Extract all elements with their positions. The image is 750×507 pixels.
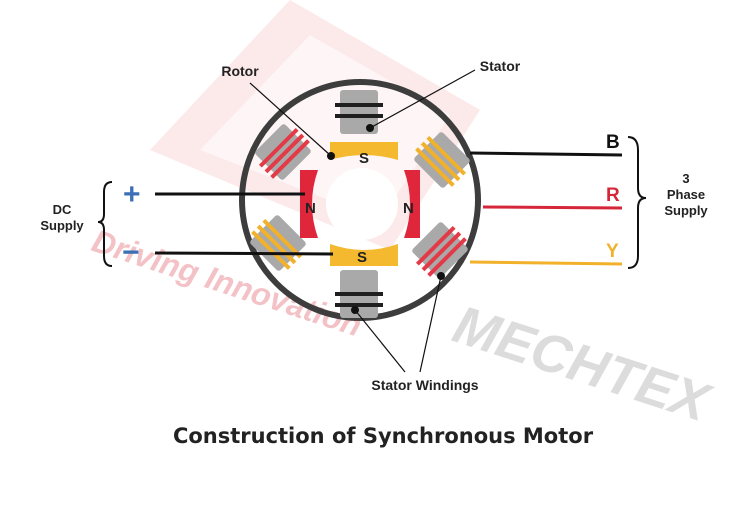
stator-pole-top-left: [255, 124, 311, 180]
watermark-logo-inner: [200, 35, 450, 220]
winding-stripe: [335, 292, 383, 296]
phase-b-terminal: B: [606, 132, 620, 153]
stator-windings-dot-1: [351, 306, 359, 314]
winding-stripe: [335, 303, 383, 307]
phase-y-terminal: Y: [606, 241, 619, 262]
winding-stripe: [270, 139, 310, 179]
stator-pole-top-right: [414, 132, 470, 188]
stator-pole-bottom-right: [412, 222, 468, 278]
dc-minus-lead: [154, 251, 334, 256]
pole-label-n-right: N: [403, 200, 414, 217]
rotor-pole-n-right: [404, 170, 420, 238]
dc-plus-terminal: +: [123, 178, 141, 211]
phase-b-lead: [469, 151, 623, 157]
winding-stripe: [335, 103, 383, 107]
stator-label: Stator: [480, 58, 521, 74]
winding-stripe: [258, 127, 299, 168]
rotor-label: Rotor: [221, 63, 259, 79]
dc-supply-label-line2: Supply: [40, 218, 84, 233]
stator-windings-leader-2: [419, 275, 442, 373]
dc-supply-label-line1: DC: [53, 202, 72, 217]
winding-stripe: [421, 231, 462, 272]
phase-r-terminal: R: [606, 185, 620, 206]
stator-core: [250, 215, 306, 271]
winding-stripe: [427, 237, 467, 277]
diagram-title: Construction of Synchronous Motor: [173, 424, 594, 448]
phase-supply-brace: [627, 136, 647, 269]
stator-core: [340, 90, 378, 134]
phase-y-lead: [469, 260, 623, 266]
pole-label-s-top: S: [359, 150, 369, 167]
pole-label-n-left: N: [305, 200, 316, 217]
stator-windings-dot-2: [437, 272, 445, 280]
stator-pole-top: [335, 90, 383, 134]
phase-supply-label-line1: 3: [682, 171, 689, 186]
rotor: S S N N: [300, 142, 420, 266]
stator-windings-leader-1: [354, 309, 406, 373]
phase-supply-label-line3: Supply: [664, 203, 708, 218]
stator-windings-label: Stator Windings: [371, 377, 478, 393]
winding-stripe: [415, 225, 456, 266]
winding-stripe: [420, 141, 461, 182]
pole-label-s-bottom: S: [357, 249, 367, 266]
rotor-pole-n-left: [300, 170, 318, 238]
dc-minus-terminal: −: [122, 236, 140, 269]
rotor-core: [326, 168, 398, 240]
rotor-pole-s-bottom: [330, 244, 398, 266]
winding-stripe: [415, 147, 455, 187]
winding-stripe: [251, 230, 291, 270]
winding-stripe: [335, 114, 383, 118]
rotor-leader-dot: [327, 152, 335, 160]
dc-supply-brace: [97, 181, 113, 267]
stator-leader-line: [369, 69, 476, 129]
rotor-leader-line: [249, 82, 331, 156]
rotor-pole-s-top: [330, 142, 398, 160]
stator-pole-bottom: [335, 270, 383, 318]
phase-supply-label-line2: Phase: [667, 187, 705, 202]
phase-r-lead: [482, 205, 623, 210]
stator-leader-dot: [366, 124, 374, 132]
winding-stripe: [264, 133, 305, 174]
winding-stripe: [262, 218, 303, 259]
watermark-brand: MECHTEX: [446, 294, 718, 434]
winding-stripe: [426, 135, 467, 176]
